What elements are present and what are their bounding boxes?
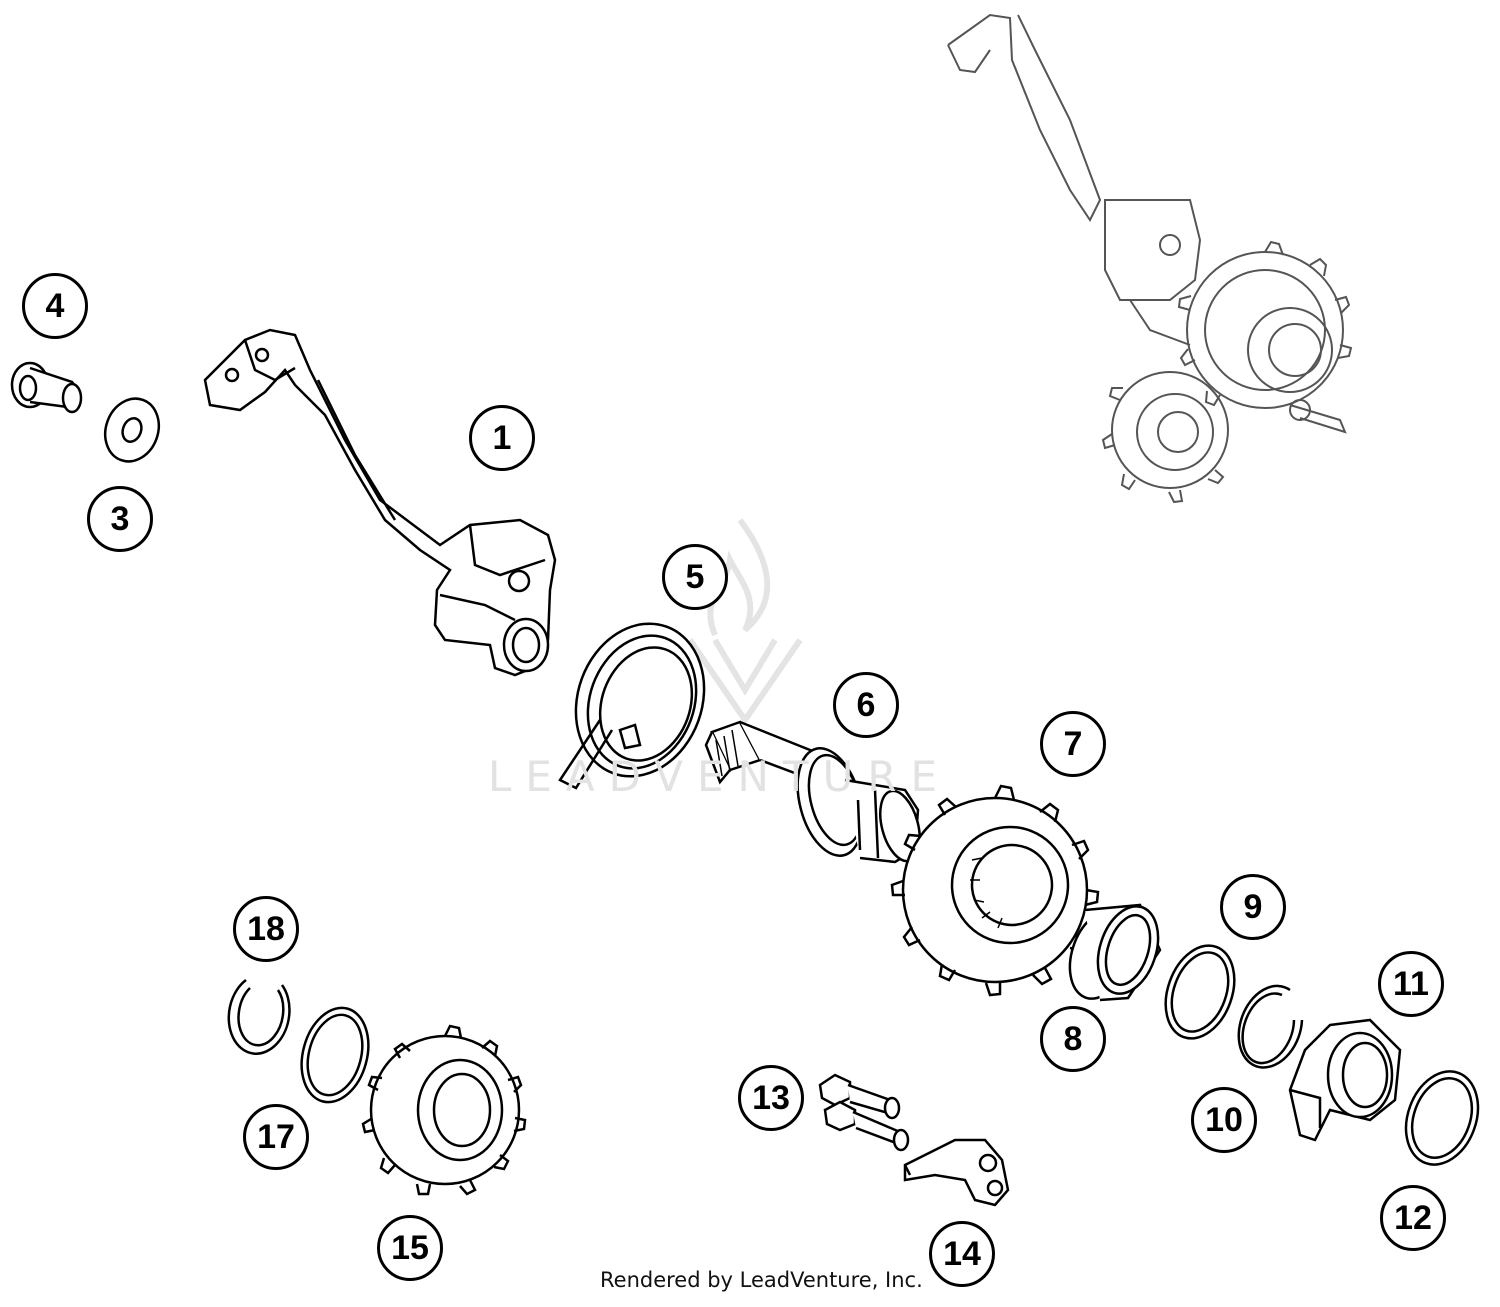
callout-15: 15 (377, 1215, 443, 1281)
part-6-shaft (704, 720, 921, 864)
callout-9: 9 (1220, 874, 1286, 940)
callout-1: 1 (469, 405, 535, 471)
callout-13: 13 (738, 1065, 804, 1131)
callout-17: 17 (243, 1104, 309, 1170)
part-12-snap-ring (1404, 1070, 1480, 1166)
callout-4: 4 (22, 273, 88, 339)
watermark-text: LEADVENTURE (488, 752, 952, 801)
part-15-gear (361, 1024, 527, 1196)
callout-6: 6 (833, 672, 899, 738)
callout-12: 12 (1380, 1185, 1446, 1251)
part-3-washer (103, 397, 161, 463)
callout-3: 3 (87, 486, 153, 552)
part-10-circlip (1237, 984, 1304, 1069)
callout-10: 10 (1191, 1087, 1257, 1153)
part-7-gear (890, 784, 1100, 997)
part-9-ring (1164, 944, 1236, 1040)
callout-5: 5 (662, 544, 728, 610)
callout-11: 11 (1378, 951, 1444, 1017)
callout-14: 14 (929, 1221, 995, 1287)
part-13-bolts (818, 1073, 910, 1152)
callout-8: 8 (1040, 1006, 1106, 1072)
part-4-pin (10, 361, 83, 414)
assembled-preview (947, 13, 1353, 504)
part-8-bushing (1068, 903, 1162, 1002)
callout-18: 18 (233, 896, 299, 962)
part-1-kick-lever (203, 328, 557, 677)
part-5-spring (558, 622, 706, 790)
part-11-ratchet (1288, 1018, 1402, 1142)
callout-7: 7 (1040, 711, 1106, 777)
part-14-bracket (903, 1138, 1010, 1207)
part-17-ring (300, 1006, 370, 1104)
render-credit: Rendered by LeadVenture, Inc. (600, 1268, 923, 1292)
part-18-circlip (227, 979, 291, 1055)
